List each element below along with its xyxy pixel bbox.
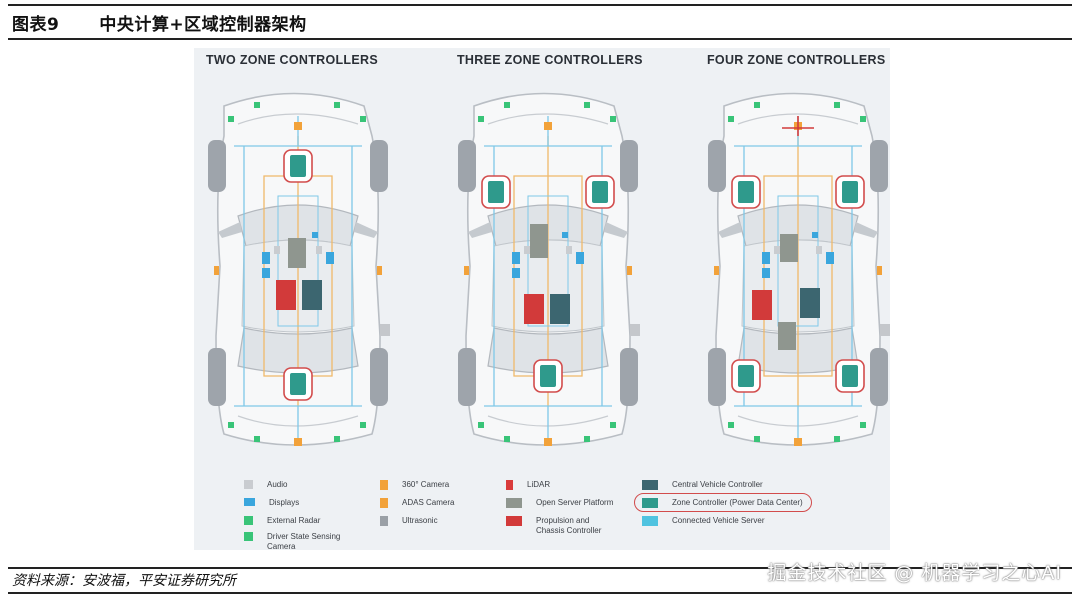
diagram-label-four-zone: FOUR ZONE CONTROLLERS: [707, 53, 886, 67]
display-icon: [244, 498, 255, 506]
controller-icon: [642, 480, 658, 490]
legend-item-open-server: Open Server Platform: [506, 498, 628, 508]
legend-item-propulsion: Propulsion and Chassis Controller: [506, 516, 616, 536]
ultrasonic-icon: [380, 516, 388, 526]
zone-controller-front-left: [731, 175, 761, 209]
propulsion-chassis-controller: [752, 290, 772, 320]
zone-controller-front-right: [585, 175, 615, 209]
central-vehicle-controller: [302, 280, 322, 310]
car-diagrams: [207, 92, 890, 447]
watermark: 掘金技术社区 @ 机器学习之心AI: [767, 562, 1062, 584]
zone-controller-front-right: [835, 175, 865, 209]
controller-icon: [506, 516, 522, 526]
controller-icon: [642, 498, 658, 508]
top-rule: [8, 4, 1072, 6]
legend-item-audio: Audio: [244, 480, 359, 490]
legend-item-lidar: LiDAR: [506, 480, 619, 490]
legend-item-adas-camera: ADAS Camera: [380, 498, 494, 508]
audio-icon: [244, 480, 253, 489]
legend-item-external-radar: External Radar: [244, 516, 359, 526]
zone-controller-legend-highlight: [634, 493, 812, 512]
central-vehicle-controller: [800, 288, 820, 318]
diagram-label-two-zone: TWO ZONE CONTROLLERS: [206, 53, 378, 67]
propulsion-chassis-controller: [276, 280, 296, 310]
open-server-platform: [530, 224, 548, 258]
camera-icon: [380, 480, 388, 490]
car-body-four-zone: [707, 92, 890, 447]
zone-controller-front-left: [481, 175, 511, 209]
legend-item-driver-camera: Driver State Sensing Camera: [244, 532, 353, 552]
zone-controller-rear: [283, 367, 313, 401]
legend: Audio Displays External Radar Driver Sta…: [194, 472, 890, 552]
legend-item-displays: Displays: [244, 498, 361, 508]
legend-item-zone-controller: Zone Controller (Power Data Center): [642, 498, 812, 508]
figure-title: 图表9 中央计算+区域控制器架构: [12, 10, 307, 35]
propulsion-chassis-controller: [524, 294, 544, 324]
central-vehicle-controller: [550, 294, 570, 324]
diagram-panel: TWO ZONE CONTROLLERS THREE ZONE CONTROLL…: [194, 48, 890, 552]
legend-item-ultrasonic: Ultrasonic: [380, 516, 494, 526]
figure-number: 图表9: [12, 15, 60, 35]
open-server-platform: [288, 238, 306, 268]
diagram-label-three-zone: THREE ZONE CONTROLLERS: [457, 53, 643, 67]
bottom-rule-2: [8, 592, 1072, 594]
legend-item-central-controller: Central Vehicle Controller: [642, 480, 792, 490]
car-body-three-zone: [457, 92, 641, 447]
server-icon: [642, 516, 658, 526]
lidar-icon: [506, 480, 513, 490]
figure-caption: 中央计算+区域控制器架构: [99, 15, 307, 35]
title-rule: [8, 38, 1072, 40]
camera-icon: [380, 498, 388, 508]
radar-icon: [244, 516, 253, 525]
zone-controller-front: [283, 149, 313, 183]
source-note: 资料来源：安波福，平安证券研究所: [12, 573, 236, 589]
zone-controller-rear: [533, 359, 563, 393]
camera-icon: [244, 532, 253, 541]
server-icon: [506, 498, 522, 508]
legend-item-connected-server: Connected Vehicle Server: [642, 516, 792, 526]
open-server-platform-2: [778, 322, 796, 350]
zone-controller-rear-left: [731, 359, 761, 393]
open-server-platform: [780, 234, 798, 262]
zone-controller-rear-right: [835, 359, 865, 393]
bottom-rule: [8, 567, 1072, 569]
legend-item-360-camera: 360° Camera: [380, 480, 494, 490]
